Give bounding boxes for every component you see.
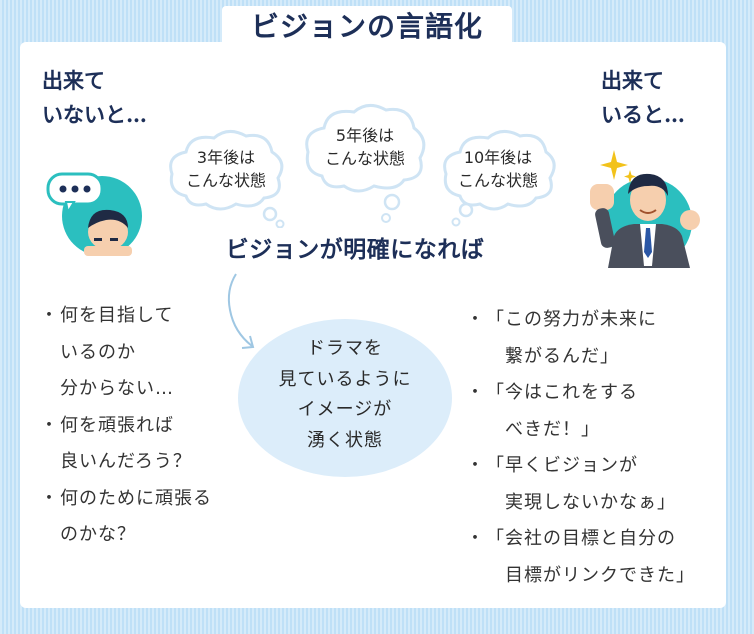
list-item-text: 何のために頑張る のかな？: [60, 487, 212, 546]
bullet: ・: [466, 528, 485, 549]
center-oval: [238, 319, 452, 477]
list-item-text: 何を頑張れば 良いんだろう？: [60, 414, 192, 473]
bubble-text: 3年後は こんな状態: [185, 148, 266, 190]
curved-arrow-icon: [227, 273, 255, 349]
thought-cloud-icon: [305, 104, 426, 223]
page-title: ビジョンの言語化: [222, 6, 512, 48]
thought-bubble-10y: 10年後は こんな状態: [438, 124, 558, 228]
left-label: 出来て いないと…: [42, 68, 147, 127]
list-item-text: 「早くビジョンが 実現しないかなぁ」: [486, 455, 676, 513]
center-text: ドラマを 見ているように イメージが 湧く状態: [278, 338, 412, 451]
bullet: ・: [466, 455, 485, 476]
list-item: ・「会社の目標と自分の 目標がリンクできた」: [466, 521, 695, 594]
worried-person-icon: [46, 172, 142, 256]
bullet: ・: [40, 305, 59, 326]
list-item-text: 「会社の目標と自分の 目標がリンクできた」: [486, 528, 695, 586]
thought-cloud-icon: [169, 130, 285, 228]
list-item: ・何のために頑張る のかな？: [40, 481, 212, 554]
left-concern-list: ・何を目指して いるのか 分からない… ・何を頑張れば 良いんだろう？ ・何のた…: [40, 298, 212, 554]
list-item-text: 「今はこれをする べきだ！」: [486, 382, 638, 440]
list-item: ・「早くビジョンが 実現しないかなぁ」: [466, 448, 695, 521]
bubble-text: 10年後は こんな状態: [457, 148, 538, 190]
list-item: ・「今はこれをする べきだ！」: [466, 375, 695, 448]
happy-businessman-icon: [590, 150, 700, 268]
thought-cloud-icon: [443, 130, 556, 227]
bullet: ・: [40, 414, 59, 436]
bullet: ・: [466, 382, 485, 403]
bubble-text: 5年後は こんな状態: [324, 126, 405, 168]
list-item-text: 何を目指して いるのか 分からない…: [60, 305, 174, 399]
list-item: ・何を頑張れば 良いんだろう？: [40, 408, 212, 481]
list-item: ・何を目指して いるのか 分からない…: [40, 298, 212, 408]
bullet: ・: [466, 309, 485, 330]
list-item: ・「この努力が未来に 繋がるんだ」: [466, 302, 695, 375]
vision-heading: ビジョンが明確になれば: [225, 236, 485, 263]
bullet: ・: [40, 487, 59, 509]
thought-bubble-3y: 3年後は こんな状態: [164, 124, 288, 228]
list-item-text: 「この努力が未来に 繋がるんだ」: [486, 309, 657, 367]
right-positive-list: ・「この努力が未来に 繋がるんだ」 ・「今はこれをする べきだ！」 ・「早くビジ…: [466, 302, 695, 594]
thought-bubble-5y: 5年後は こんな状態: [300, 102, 430, 226]
right-label: 出来て いると…: [601, 68, 685, 127]
